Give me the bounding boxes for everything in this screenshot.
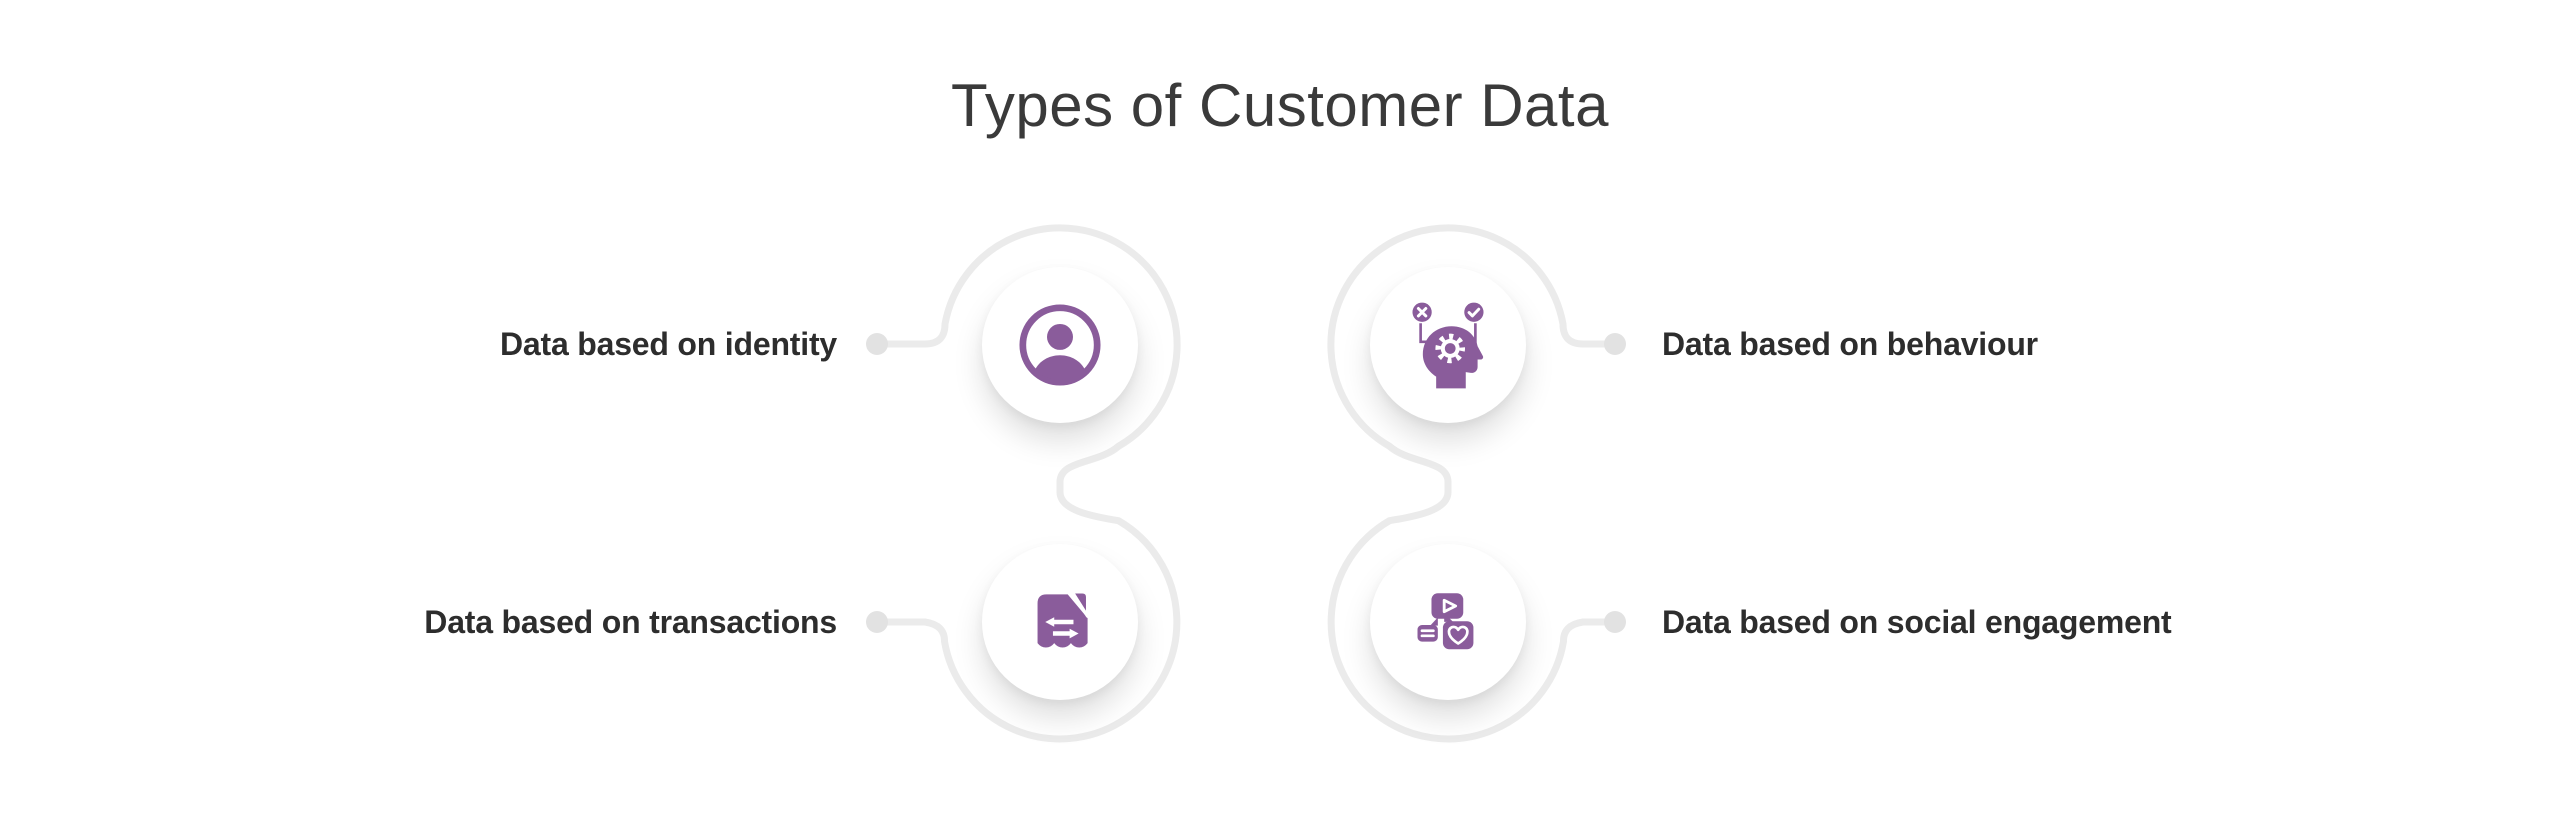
label-transactions: Data based on transactions	[424, 604, 837, 640]
user-circle-icon	[1019, 304, 1101, 386]
connector-dot	[1604, 611, 1626, 633]
label-identity: Data based on identity	[500, 326, 837, 362]
decision-head-gear-icon	[1412, 302, 1484, 388]
node-behaviour	[1370, 267, 1526, 423]
diagram-title: Types of Customer Data	[951, 72, 1609, 139]
connector-dot	[866, 333, 888, 355]
connector-dot	[866, 611, 888, 633]
receipt-transfer-icon	[1037, 590, 1089, 648]
connector-dot	[1604, 333, 1626, 355]
node-transactions	[982, 544, 1138, 700]
node-social-engagement	[1370, 544, 1526, 700]
label-social-engagement: Data based on social engagement	[1662, 604, 2172, 640]
social-reactions-icon	[1417, 592, 1474, 649]
left-column-connector	[877, 224, 1181, 743]
label-behaviour: Data based on behaviour	[1662, 326, 2038, 362]
right-column-connector	[1327, 224, 1615, 743]
node-identity	[982, 267, 1138, 423]
